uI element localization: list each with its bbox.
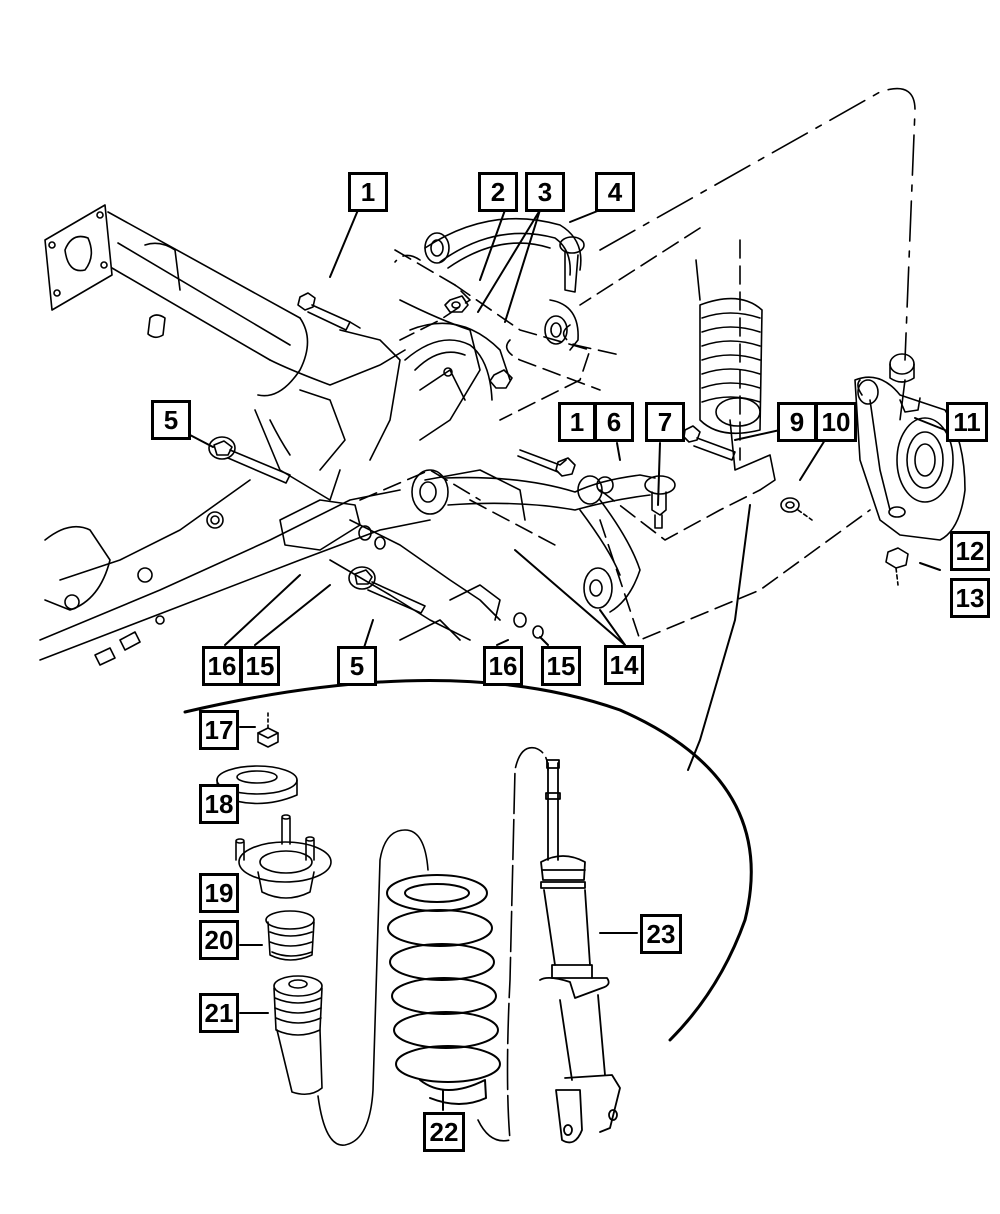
callout-16[interactable]: 16 [202,646,242,686]
callout-3[interactable]: 3 [525,172,565,212]
callout-12[interactable]: 12 [950,531,990,571]
nut-2 [444,295,469,313]
nut-13 [885,547,909,586]
coil-spring-22 [386,874,501,1105]
shock-absorber-strut-23 [539,759,621,1144]
callout-1[interactable]: 1 [348,172,388,212]
section-arc [183,679,753,1042]
callout-21[interactable]: 21 [199,993,239,1033]
callout-5[interactable]: 5 [337,646,377,686]
bolt-5-lower [348,566,426,614]
exploded-outline-dashed [599,87,916,421]
callout-20[interactable]: 20 [199,920,239,960]
strut-mount-19 [235,814,332,899]
callout-18[interactable]: 18 [199,784,239,824]
upper-control-arm [424,217,585,351]
washer-nut-16-15-right [513,612,544,639]
leader-lines [189,209,946,1111]
bolt-9 [683,425,736,461]
nut-10 [780,497,813,521]
callout-5[interactable]: 5 [151,400,191,440]
callout-17[interactable]: 17 [199,710,239,750]
callout-15[interactable]: 15 [240,646,280,686]
callout-23[interactable]: 23 [640,914,682,954]
callout-14[interactable]: 14 [604,645,644,685]
callout-4[interactable]: 4 [595,172,635,212]
callout-6[interactable]: 6 [594,402,634,442]
mounting-plane-outlines [359,227,871,641]
callout-2[interactable]: 2 [478,172,518,212]
callout-7[interactable]: 7 [645,402,685,442]
washer-nut-16-15-left [358,525,386,550]
dust-boot-21 [273,975,323,1096]
bolt-5-upper [208,436,291,484]
ball-joint-7 [644,475,676,529]
strut-boot-mounted [695,259,776,491]
steering-knuckle [854,353,966,541]
callout-10[interactable]: 10 [815,402,857,442]
callout-15[interactable]: 15 [541,646,581,686]
bolt-1-upper [297,292,361,331]
nut-3 [489,369,513,389]
callout-19[interactable]: 19 [199,873,239,913]
assembly-outline [317,829,429,1146]
crossmember [39,204,526,666]
callout-13[interactable]: 13 [950,578,990,618]
upper-mount-nut-17 [257,711,279,748]
leader-arc-to-strut [687,504,751,771]
assembly-outline-right [477,746,549,1142]
callout-22[interactable]: 22 [423,1112,465,1152]
callout-16[interactable]: 16 [483,646,523,686]
lower-control-arm [411,469,656,613]
bolt-6 [517,449,576,477]
upper-arm-bracket [404,339,493,401]
callout-9[interactable]: 9 [777,402,817,442]
callout-11[interactable]: 11 [946,402,988,442]
callout-1[interactable]: 1 [558,402,596,442]
jounce-bumper-20 [265,910,315,961]
